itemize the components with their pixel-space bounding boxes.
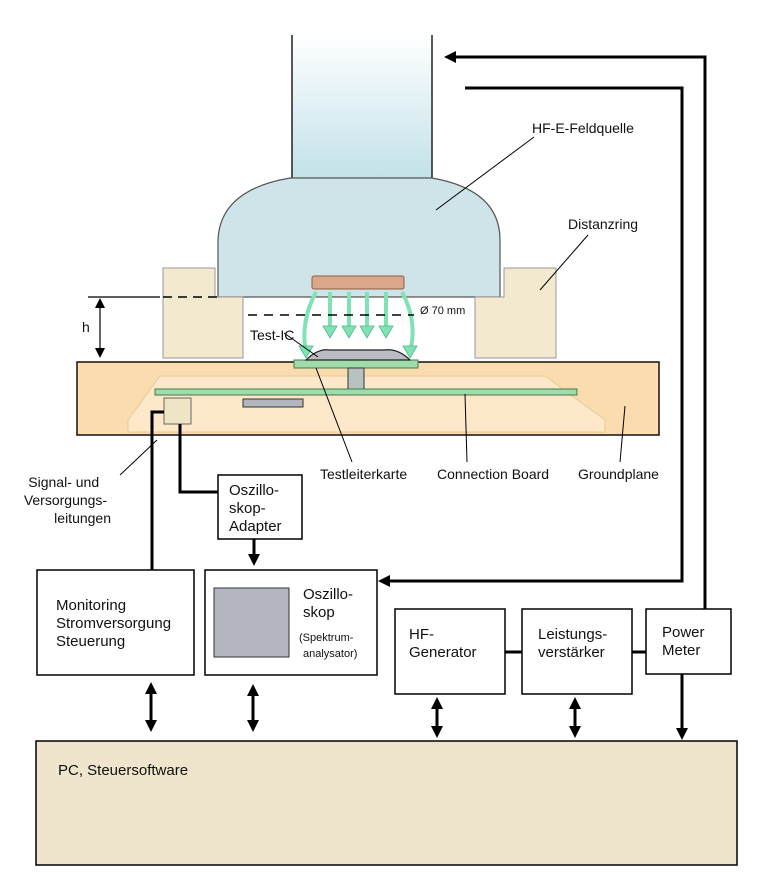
source-column bbox=[292, 35, 432, 185]
distance-ring-right bbox=[474, 267, 557, 359]
ring-label: Distanzring bbox=[568, 216, 638, 232]
oscilloscope-adapter-label: Oszillo- skop- Adapter bbox=[229, 482, 283, 535]
field-source-head bbox=[217, 177, 501, 298]
connection-board bbox=[154, 388, 578, 396]
callout-lines bbox=[119, 136, 626, 476]
hf-generator-box bbox=[394, 608, 506, 695]
signal-lines-label: Signal- und Versorgungs- leitungen bbox=[24, 474, 111, 526]
amplifier-box bbox=[521, 608, 633, 695]
amplifier-label: Leistungs- verstärker bbox=[538, 626, 611, 661]
oscilloscope-sublabel: (Spektrum- analysator) bbox=[299, 632, 357, 660]
diameter-label-bg bbox=[414, 303, 470, 316]
test-ic-label: Test-IC bbox=[250, 327, 294, 343]
test-ic bbox=[304, 349, 412, 361]
monitoring-box bbox=[36, 569, 195, 676]
test-card bbox=[293, 359, 419, 369]
source-electrode bbox=[311, 275, 405, 290]
arrowheads bbox=[248, 51, 688, 740]
power-meter-label: Power Meter bbox=[662, 624, 709, 659]
test-card-connector bbox=[347, 367, 365, 391]
oscilloscope-adapter-box bbox=[217, 474, 303, 540]
pc-label: PC, Steuersoftware bbox=[58, 762, 188, 779]
diameter-label: Ø 70 mm bbox=[420, 305, 465, 317]
test-card-label: Testleiterkarte bbox=[320, 466, 407, 482]
pc-box bbox=[35, 740, 738, 866]
board-component bbox=[242, 398, 304, 408]
distance-ring-left bbox=[162, 267, 244, 359]
bidirectional-arrows bbox=[145, 682, 581, 738]
cables bbox=[150, 55, 707, 732]
oscilloscope-label: Oszillo- skop bbox=[303, 586, 357, 621]
hf-generator-label: HF- Generator bbox=[409, 626, 477, 661]
board-connector bbox=[163, 397, 192, 425]
oscilloscope-screen bbox=[213, 587, 290, 658]
power-meter-box bbox=[645, 608, 732, 675]
connection-board-label: Connection Board bbox=[437, 466, 549, 482]
source-label: HF-E-Feldquelle bbox=[532, 120, 634, 136]
field-lines bbox=[302, 291, 415, 353]
field-line-arrowheads bbox=[298, 325, 418, 359]
groundplane-label: Groundplane bbox=[578, 466, 659, 482]
groundplane-inner bbox=[127, 375, 606, 433]
height-label: h bbox=[82, 319, 90, 335]
monitoring-label: Monitoring Stromversorgung Steuerung bbox=[56, 597, 175, 650]
